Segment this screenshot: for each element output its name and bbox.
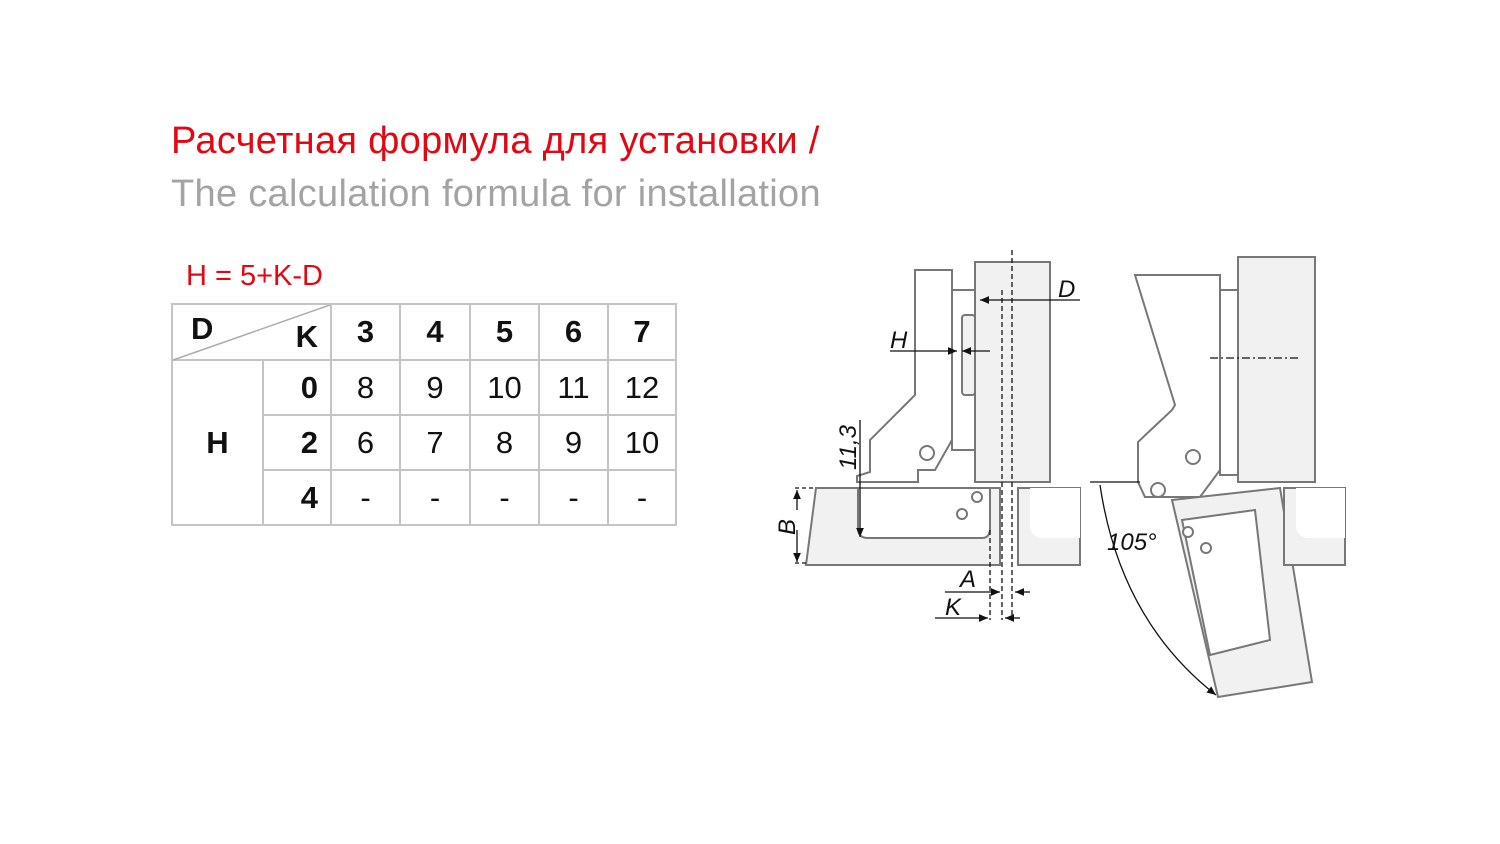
table-row: 4 - - - - -: [172, 469, 677, 526]
label-d: D: [1058, 276, 1075, 303]
k-value: 0: [262, 359, 332, 416]
table-cell: -: [330, 469, 401, 526]
label-a: A: [958, 566, 976, 593]
header-d: 3: [330, 303, 401, 361]
corner-cell: D K: [171, 303, 332, 361]
table-cell: 8: [469, 414, 540, 471]
corner-label-d: D: [191, 311, 214, 346]
table-cell: 6: [330, 414, 401, 471]
door-panel: [1237, 256, 1316, 483]
label-11-3: 11,3: [835, 424, 862, 470]
row-group-h: H: [171, 359, 264, 526]
k-value: 4: [262, 469, 332, 526]
label-angle: 105°: [1107, 529, 1157, 556]
table-cell: 9: [399, 359, 471, 416]
table-cell: 12: [607, 359, 677, 416]
calculation-table: D K 3 4 5 6 7 H 0 8 9 10 11 12 2 6 7 8 9…: [171, 303, 677, 526]
diagonal-divider: [173, 305, 330, 361]
header-d: 6: [538, 303, 609, 361]
open-hinge-drawing: [1133, 256, 1346, 699]
table-cell: 11: [538, 359, 609, 416]
table-cell: 10: [607, 414, 677, 471]
table-row: 2 6 7 8 9 10: [172, 414, 677, 471]
title-russian: Расчетная формула для установки /: [171, 120, 820, 162]
header-d: 4: [399, 303, 471, 361]
table-cell: 8: [330, 359, 401, 416]
table-row: H 0 8 9 10 11 12: [171, 359, 677, 526]
table-header-row: D K 3 4 5 6 7: [171, 303, 677, 361]
table-cell: 10: [469, 359, 540, 416]
table-cell: -: [469, 469, 540, 526]
table-cell: 9: [538, 414, 609, 471]
table-cell: -: [607, 469, 677, 526]
k-value: 2: [262, 414, 332, 471]
table-cell: 7: [399, 414, 471, 471]
title-english: The calculation formula for installation: [171, 173, 821, 215]
corner-label-k: K: [295, 319, 318, 354]
header-d: 5: [469, 303, 540, 361]
label-k: K: [945, 594, 962, 621]
formula: H = 5+K-D: [186, 260, 323, 292]
closed-hinge-drawing: [804, 261, 1081, 566]
table-cell: -: [538, 469, 609, 526]
label-h: H: [890, 327, 908, 354]
header-d: 7: [607, 303, 677, 361]
table-cell: -: [399, 469, 471, 526]
hinge-arm: [856, 269, 953, 483]
label-b: B: [774, 519, 801, 535]
